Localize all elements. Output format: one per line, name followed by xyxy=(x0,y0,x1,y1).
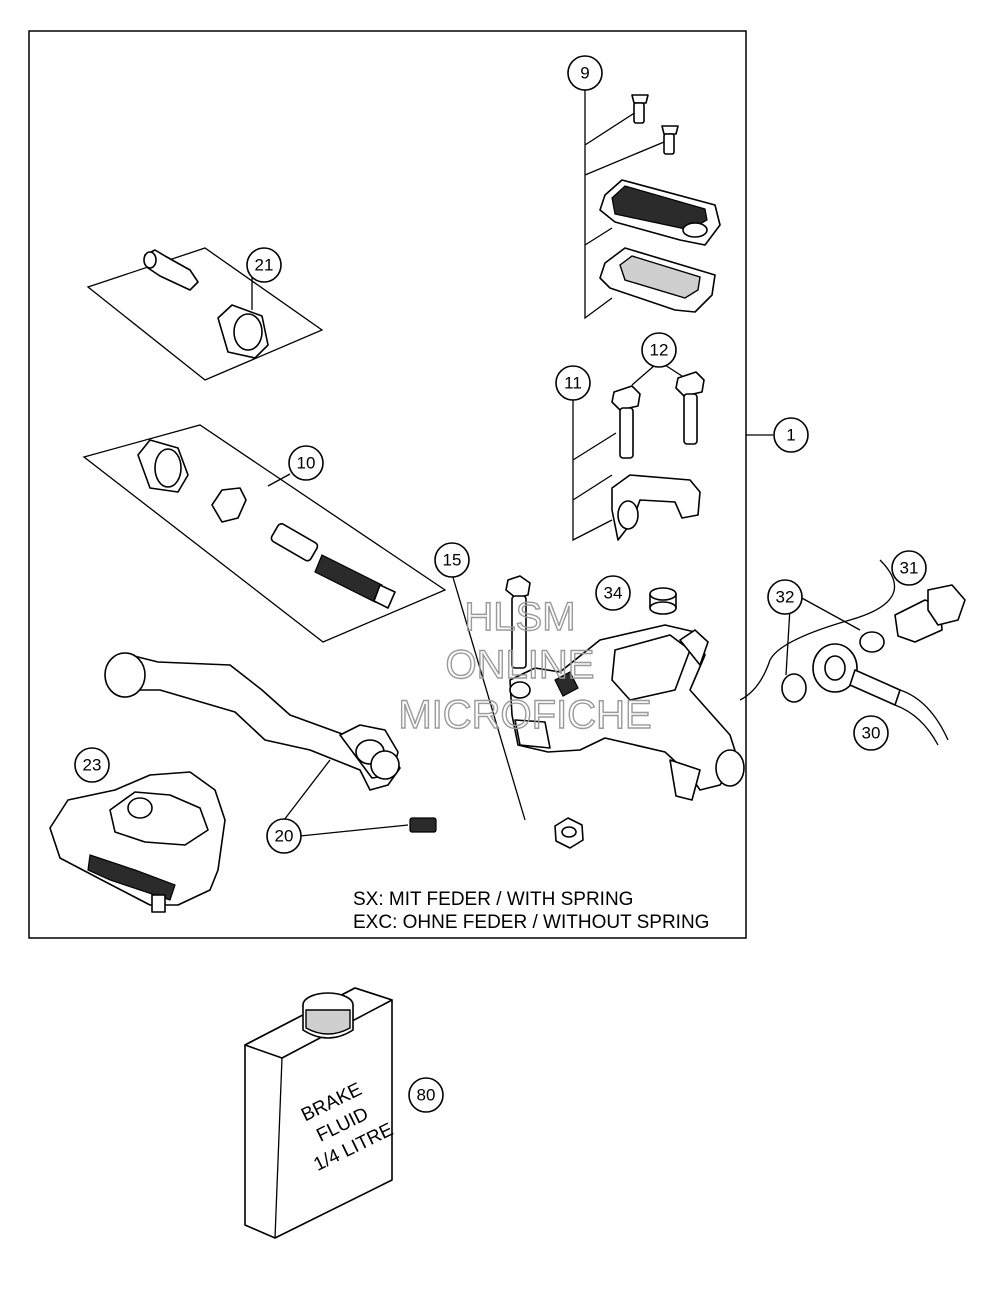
svg-text:34: 34 xyxy=(604,584,623,603)
watermark-line-3: MICROFICHE xyxy=(398,693,651,737)
svg-text:20: 20 xyxy=(275,827,294,846)
callout-12: 12 xyxy=(641,332,677,368)
master-cylinder-body xyxy=(505,575,745,801)
assembly-frame xyxy=(28,30,747,939)
watermark-line-1: HLSM xyxy=(464,595,575,639)
svg-text:32: 32 xyxy=(776,588,795,607)
part-80-brake-fluid-can xyxy=(244,987,393,1239)
svg-text:11: 11 xyxy=(564,374,582,393)
part-23-cover xyxy=(49,771,226,913)
part-21-piston-kit xyxy=(86,247,324,381)
callout-10: 10 xyxy=(288,445,324,481)
watermark: HLSM ONLINE MICROFICHE xyxy=(398,594,653,737)
callout-80: 80 xyxy=(408,1077,444,1113)
svg-text:1: 1 xyxy=(786,426,795,445)
part-30-hose xyxy=(739,559,949,746)
callout-9: 9 xyxy=(567,55,603,91)
svg-text:80: 80 xyxy=(417,1086,436,1105)
callout-20: 20 xyxy=(266,818,302,854)
callout-23: 23 xyxy=(74,747,110,783)
note-line-1: SX: MIT FEDER / WITH SPRING xyxy=(353,889,633,910)
callout-1: 1 xyxy=(773,417,809,453)
svg-text:15: 15 xyxy=(443,551,462,570)
svg-text:30: 30 xyxy=(862,724,881,743)
leader-20b xyxy=(299,824,409,837)
part-20-setscrew xyxy=(409,817,437,833)
svg-text:10: 10 xyxy=(297,454,316,473)
part-15-nut xyxy=(554,817,584,849)
callout-34: 34 xyxy=(595,575,631,611)
part-10-piston-set xyxy=(82,424,447,643)
note-line-2: EXC: OHNE FEDER / WITHOUT SPRING xyxy=(353,912,709,933)
callout-32: 32 xyxy=(767,579,803,615)
svg-text:12: 12 xyxy=(650,341,669,360)
brake-lever xyxy=(104,652,401,791)
svg-text:23: 23 xyxy=(83,756,102,775)
svg-text:9: 9 xyxy=(580,64,589,83)
leader-15 xyxy=(451,573,526,821)
callout-21: 21 xyxy=(246,247,282,283)
part-9-reservoir-cover xyxy=(584,90,721,320)
watermark-line-2: ONLINE xyxy=(446,643,595,687)
callout-31: 31 xyxy=(891,550,927,586)
svg-text:21: 21 xyxy=(255,256,274,275)
part-11-12-clamp xyxy=(572,364,705,542)
part-31-adapter xyxy=(894,584,966,643)
callout-11: 11 xyxy=(555,365,591,401)
leader-20 xyxy=(283,759,331,821)
callout-15: 15 xyxy=(434,542,470,578)
svg-text:31: 31 xyxy=(900,559,919,578)
callout-30: 30 xyxy=(853,715,889,751)
part-32-washers xyxy=(781,596,885,703)
part-34-cap xyxy=(649,587,677,615)
